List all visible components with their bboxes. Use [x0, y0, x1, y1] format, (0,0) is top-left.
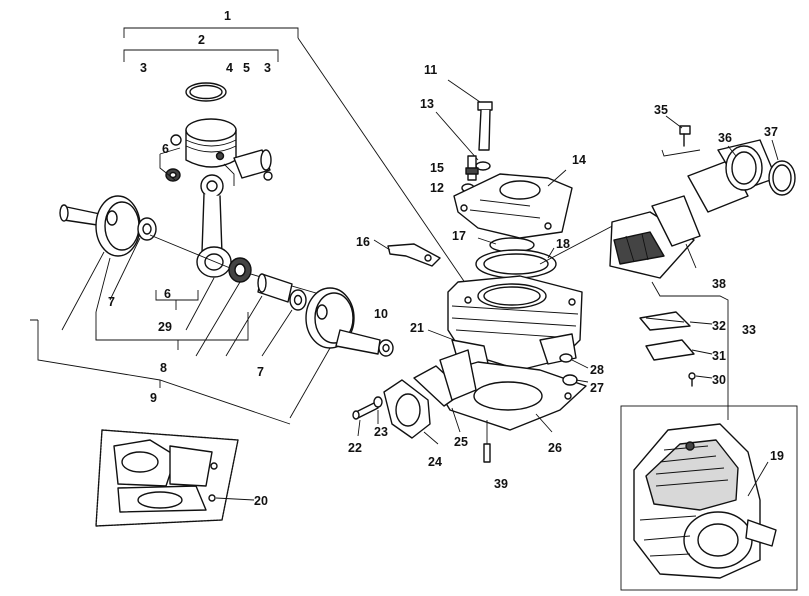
gasket-kit-bag — [95, 429, 239, 527]
callout-6-bearing: 6 — [164, 287, 171, 301]
callout-33: 33 — [742, 323, 756, 337]
callout-14: 14 — [572, 153, 586, 167]
cylinder-nut — [562, 374, 578, 386]
callout-3-left: 3 — [140, 61, 147, 75]
callout-21: 21 — [410, 321, 424, 335]
crankshaft-left-half — [59, 195, 141, 257]
callout-37: 37 — [764, 125, 778, 139]
callout-30: 30 — [712, 373, 726, 387]
callout-19: 19 — [770, 449, 784, 463]
callout-13: 13 — [420, 97, 434, 111]
cylinder-gasket — [475, 249, 557, 279]
crank-nut — [378, 339, 394, 357]
callout-24: 24 — [428, 455, 442, 469]
circlip-right — [263, 171, 273, 181]
cable-bracket — [387, 243, 441, 267]
bracket-assembly-2 — [123, 49, 279, 62]
manifold-bolt — [352, 401, 379, 420]
callout-26: 26 — [548, 441, 562, 455]
callout-28: 28 — [590, 363, 604, 377]
callout-7-left: 7 — [108, 295, 115, 309]
callout-27: 27 — [590, 381, 604, 395]
callout-9: 9 — [150, 391, 157, 405]
callout-29: 29 — [158, 320, 172, 334]
reed-cover — [651, 195, 701, 247]
intake-boot — [687, 139, 777, 213]
intake-manifold — [383, 365, 465, 439]
callout-12: 12 — [430, 181, 444, 195]
circlip-left — [170, 134, 182, 146]
callout-31: 31 — [712, 349, 726, 363]
piston — [185, 118, 237, 168]
callout-38: 38 — [712, 277, 726, 291]
crankshaft-right-half — [305, 287, 381, 355]
cylinder-head — [453, 173, 573, 239]
crank-pin — [257, 273, 293, 303]
callout-25: 25 — [454, 435, 468, 449]
callout-17: 17 — [452, 229, 466, 243]
crank-washer-left — [137, 217, 157, 241]
connecting-rod — [196, 174, 232, 278]
callout-15: 15 — [430, 161, 444, 175]
callout-2: 2 — [198, 33, 205, 47]
callout-20: 20 — [254, 494, 268, 508]
callout-3-right: 3 — [264, 61, 271, 75]
bracket-9 — [37, 320, 291, 425]
callout-8: 8 — [160, 361, 167, 375]
callout-10: 10 — [374, 307, 388, 321]
cylinder-stud — [483, 443, 491, 463]
callout-labels: 1 2 3 3 4 5 6 6 7 7 8 9 10 11 12 13 14 1… — [108, 9, 784, 508]
head-bolt — [477, 101, 493, 151]
callout-32: 32 — [712, 319, 726, 333]
callout-4: 4 — [226, 61, 233, 75]
callout-36: 36 — [718, 131, 732, 145]
callout-11: 11 — [424, 63, 437, 77]
callout-23: 23 — [374, 425, 388, 439]
engine-inset-frame — [620, 405, 798, 591]
callout-16: 16 — [356, 235, 370, 249]
piston-ring — [185, 82, 227, 102]
reed-screw — [688, 372, 696, 387]
complete-engine — [633, 423, 777, 579]
cylinder-washer — [559, 353, 573, 363]
boot-clamp — [768, 160, 796, 196]
manifold-washer — [373, 396, 383, 408]
small-end-bearing — [165, 168, 181, 182]
callout-22: 22 — [348, 441, 362, 455]
bracket-8 — [95, 312, 179, 350]
callout-7-right: 7 — [257, 365, 264, 379]
crank-washer-right — [289, 289, 307, 311]
callout-39: 39 — [494, 477, 508, 491]
reed-bolt — [679, 125, 691, 147]
manifold-gasket — [439, 349, 477, 401]
reed-petal-lower — [645, 339, 695, 361]
bracket-assembly-1 — [123, 27, 471, 291]
big-end-bearing — [228, 257, 252, 283]
bracket-33 — [651, 281, 729, 420]
callout-35: 35 — [654, 103, 668, 117]
callout-18: 18 — [556, 237, 570, 251]
callout-5: 5 — [243, 61, 250, 75]
callout-1: 1 — [224, 9, 231, 23]
spark-plug-stud — [465, 155, 479, 181]
bracket-29 — [155, 290, 199, 301]
reed-petal-upper — [639, 311, 691, 331]
callout-6-top: 6 — [162, 142, 169, 156]
piston-pin — [233, 149, 272, 179]
